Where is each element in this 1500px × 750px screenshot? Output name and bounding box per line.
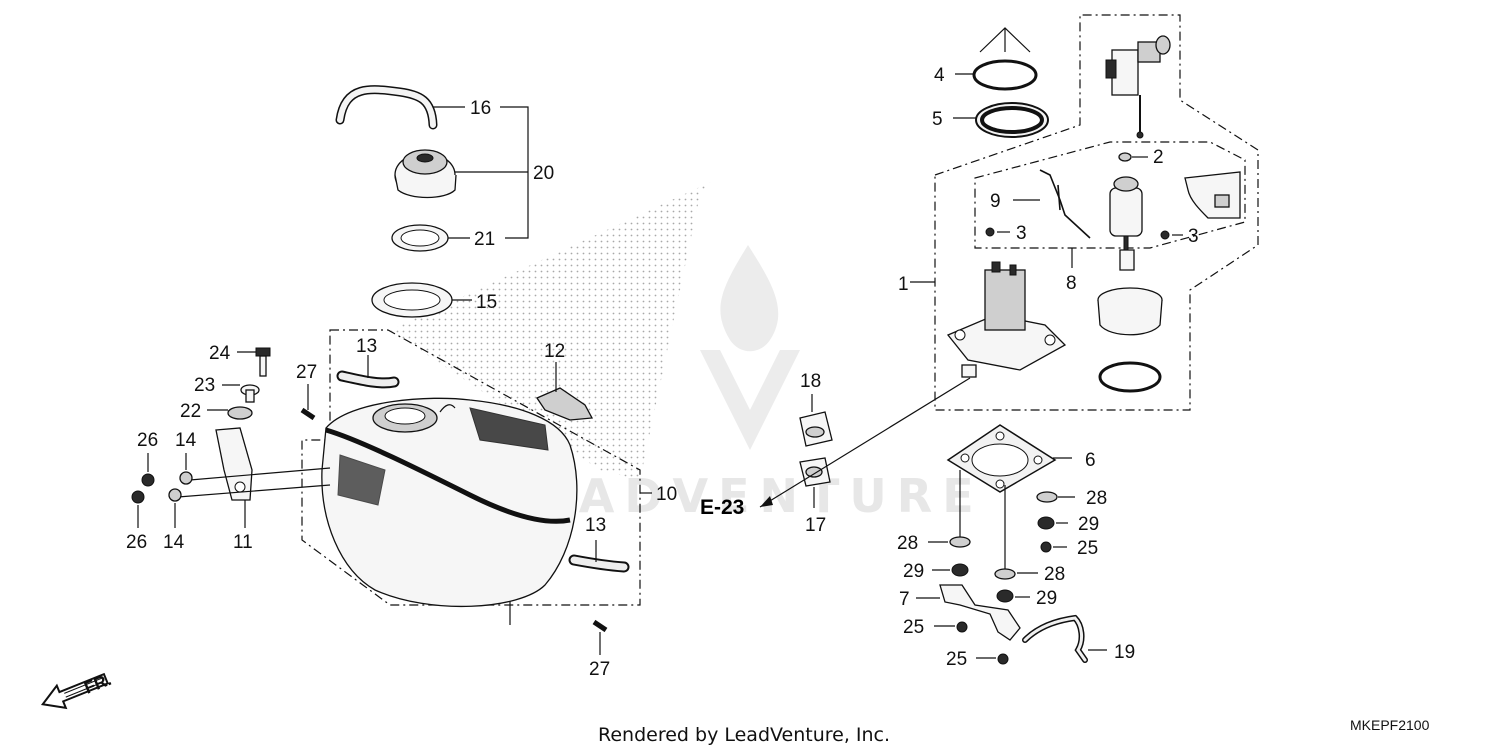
breather-tube — [335, 85, 438, 130]
screw-3b — [1160, 230, 1170, 240]
grommet-22 — [227, 406, 253, 420]
label-27: 27 — [589, 659, 610, 680]
grommet-29c — [996, 589, 1014, 603]
nut-25a — [1040, 541, 1052, 553]
label-3: 3 — [1188, 226, 1199, 247]
fuel-tank — [321, 397, 578, 608]
label-4: 4 — [934, 65, 945, 86]
wire-9 — [1039, 169, 1091, 239]
clip-27-lower — [592, 619, 608, 633]
label-8: 8 — [1066, 273, 1077, 294]
label-16: 16 — [470, 98, 491, 119]
filler-shading — [390, 180, 715, 480]
reference-e23: E-23 — [700, 496, 744, 519]
washer-28b — [949, 536, 971, 548]
diagram-code: MKEPF2100 — [1350, 717, 1430, 733]
label-25: 25 — [946, 649, 967, 670]
filter-ring — [1098, 361, 1162, 393]
label-5: 5 — [932, 109, 943, 130]
label-2: 2 — [1153, 147, 1164, 168]
screw-3a — [985, 227, 995, 237]
label-25: 25 — [903, 617, 924, 638]
label-18: 18 — [800, 371, 821, 392]
filter-cover — [1184, 171, 1241, 219]
washer-28a — [1036, 491, 1058, 503]
pump-base — [946, 261, 1067, 378]
front-direction-label: FR. — [82, 670, 115, 698]
collar-23 — [240, 384, 260, 403]
o-ring-2 — [1118, 152, 1132, 162]
label-29: 29 — [1036, 588, 1057, 609]
tank-stay — [215, 427, 253, 501]
hose-clip-17 — [799, 457, 831, 487]
label-19: 19 — [1114, 642, 1135, 663]
label-28: 28 — [1044, 564, 1065, 585]
plate-7 — [939, 584, 1021, 641]
label-22: 22 — [180, 401, 201, 422]
grommet-29a — [1037, 516, 1055, 530]
label-28: 28 — [1086, 488, 1107, 509]
fuel-cap — [394, 149, 457, 199]
watermark: LEADVENTURE — [498, 245, 974, 523]
hose-lower — [568, 554, 630, 573]
nut-26b — [131, 490, 145, 504]
label-26: 26 — [126, 532, 147, 553]
label-9: 9 — [990, 191, 1001, 212]
clip-27-upper — [300, 407, 316, 421]
nut-26a — [141, 473, 155, 487]
washer-14a — [179, 471, 193, 485]
label-25: 25 — [1077, 538, 1098, 559]
label-11: 11 — [233, 532, 253, 553]
tank-ring-seal — [371, 282, 453, 318]
label-20: 20 — [533, 163, 554, 184]
bolt-24 — [255, 347, 271, 377]
label-29: 29 — [903, 561, 924, 582]
tank-group-bracket — [301, 329, 641, 606]
nut-25b — [956, 621, 968, 633]
label-13: 13 — [356, 336, 377, 357]
label-7: 7 — [899, 589, 910, 610]
harness-19 — [1022, 614, 1088, 663]
o-ring-4 — [972, 59, 1038, 91]
label-24: 24 — [209, 343, 231, 364]
fuel-pump-motor — [1109, 176, 1143, 271]
pressure-regulator — [1105, 35, 1171, 139]
label-28: 28 — [897, 533, 918, 554]
label-27: 27 — [296, 362, 317, 383]
label-23: 23 — [194, 375, 215, 396]
washer-14b — [168, 488, 182, 502]
label-21: 21 — [474, 229, 495, 250]
label-6: 6 — [1085, 450, 1096, 471]
grommet-29b — [951, 563, 969, 577]
label-29: 29 — [1078, 514, 1099, 535]
filter-group-bracket — [974, 141, 1246, 249]
hose-upper — [336, 370, 400, 389]
label-1: 1 — [898, 274, 909, 295]
pump-gasket — [946, 424, 1057, 493]
label-13: 13 — [585, 515, 606, 536]
label-15: 15 — [476, 292, 497, 313]
label-12: 12 — [544, 341, 565, 362]
washer-28c — [994, 568, 1016, 580]
footer-credit: Rendered by LeadVenture, Inc. — [598, 724, 890, 746]
cap-bracket — [536, 387, 594, 421]
label-10: 10 — [656, 484, 677, 505]
filter-element — [1097, 287, 1163, 336]
label-17: 17 — [805, 515, 826, 536]
cap-gasket — [391, 224, 449, 252]
front-direction-arrow — [40, 672, 109, 710]
label-3: 3 — [1016, 223, 1027, 244]
hose-clip-18 — [799, 411, 833, 447]
label-14: 14 — [163, 532, 185, 553]
seal-ring-5 — [975, 102, 1049, 138]
nut-25c — [997, 653, 1009, 665]
label-26: 26 — [137, 430, 158, 451]
label-14: 14 — [175, 430, 197, 451]
